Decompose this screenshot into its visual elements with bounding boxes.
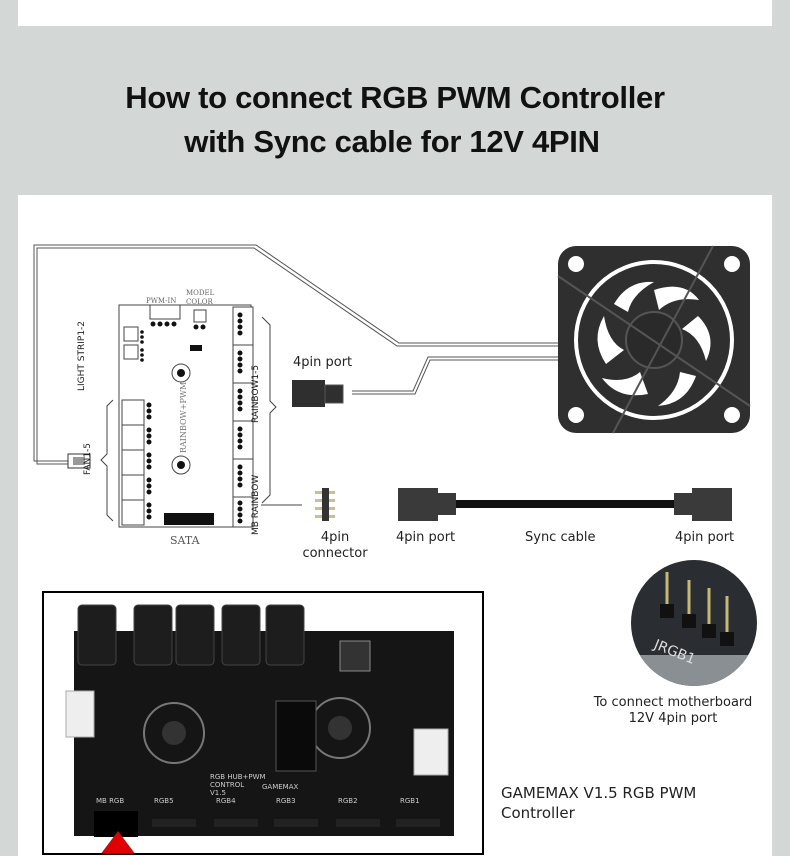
sata-label: SATA: [170, 534, 200, 547]
svg-text:MB RGB: MB RGB: [96, 797, 124, 805]
rgb-hub-schematic: [118, 304, 254, 528]
title-line-2: with Sync cable for 12V 4PIN: [184, 124, 600, 159]
top-panel: [18, 0, 772, 26]
sync-right-port-label: 4pin port: [675, 530, 735, 545]
svg-text:CONTROL: CONTROL: [210, 781, 244, 789]
svg-text:RGB3: RGB3: [276, 797, 296, 805]
motherboard-header-photo: JRGB1: [631, 560, 757, 686]
pwm-in-label: PWM-IN: [146, 297, 177, 305]
controller-board-photo: RGB HUB+PWM CONTROL V1.5 GAMEMAX MB RGB R…: [65, 604, 454, 853]
title-line-1: How to connect RGB PWM Controller: [125, 80, 665, 115]
fan-icon: [557, 245, 751, 434]
svg-text:GAMEMAX: GAMEMAX: [262, 783, 299, 791]
sync-left-port-label: 4pin port: [396, 530, 456, 545]
sync-cable-label: Sync cable: [525, 530, 596, 545]
connection-diagram-panel: PWM-IN MODEL COLOR LIGHT STRIP1-2 FAN1-5…: [18, 195, 772, 856]
svg-text:RGB1: RGB1: [400, 797, 420, 805]
hub-center-label: RAINBOW+PWM: [179, 381, 188, 453]
connector-label-2: connector: [302, 546, 368, 561]
red-arrow-icon: [101, 831, 135, 853]
svg-text:RGB4: RGB4: [216, 797, 236, 805]
connector-label-1: 4pin: [320, 530, 350, 545]
controller-caption-1: GAMEMAX V1.5 RGB PWM: [501, 784, 697, 802]
svg-text:V1.5: V1.5: [210, 789, 226, 797]
wiring-diagram: [33, 244, 751, 528]
mb-rainbow-label: MB RAINBOW: [251, 474, 261, 535]
fan-port-label: 4pin port: [293, 355, 353, 370]
fan-4pin-port-icon: [292, 380, 344, 407]
rainbow-label: RAINBOW1-5: [251, 364, 261, 423]
fan-label: FAN1-5: [83, 443, 93, 475]
model-label: MODEL: [186, 289, 215, 297]
page-title: How to connect RGB PWM Controller with S…: [0, 76, 790, 164]
fan-brace: [100, 399, 114, 522]
rainbow-brace: [261, 316, 277, 504]
motherboard-caption-1: To connect motherboard: [593, 695, 753, 710]
light-strip-label: LIGHT STRIP1-2: [77, 320, 87, 391]
svg-text:RGB2: RGB2: [338, 797, 358, 805]
color-label: COLOR: [186, 298, 213, 306]
controller-caption-2: Controller: [501, 804, 575, 822]
controller-photo-frame: RGB HUB+PWM CONTROL V1.5 GAMEMAX MB RGB R…: [42, 591, 484, 855]
fan-cable-inner: [36, 247, 558, 465]
svg-text:RGB5: RGB5: [154, 797, 174, 805]
hub-screw-holes: [171, 363, 191, 475]
svg-text:RGB HUB+PWM: RGB HUB+PWM: [210, 773, 266, 781]
fan-cable-outer: [33, 244, 558, 462]
hub-pin-dots: [140, 312, 243, 525]
motherboard-caption-2: 12V 4pin port: [628, 711, 718, 726]
sync-cable-icon: [398, 488, 732, 521]
4pin-connector-icon: [315, 488, 335, 521]
